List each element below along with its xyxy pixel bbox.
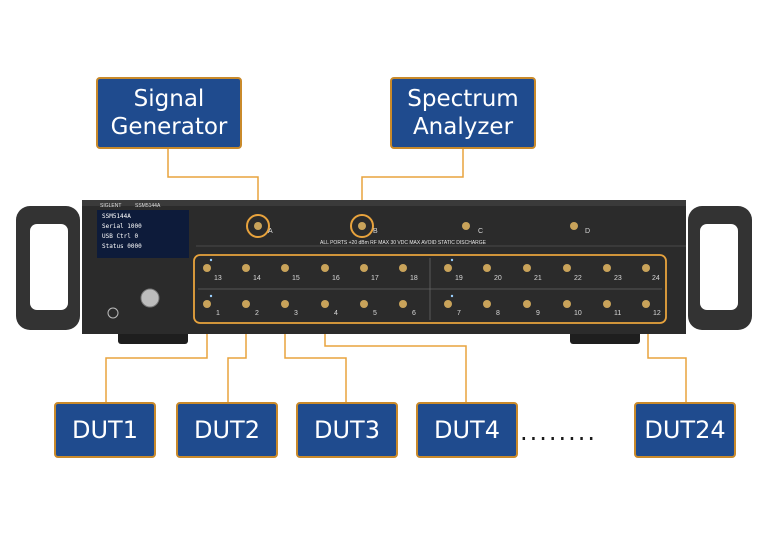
- sma-port-connector: [203, 264, 211, 272]
- screen-line-4: Status 0000: [102, 243, 142, 250]
- port-24-label: 24: [652, 275, 660, 282]
- port-5-label: 5: [373, 310, 377, 317]
- port-7-label: 7: [457, 310, 461, 317]
- sma-port-connector: [444, 264, 452, 272]
- signal-generator-label: Signal Generator: [96, 77, 242, 149]
- port-10-label: 10: [574, 310, 582, 317]
- brand-logo: SIGLENT: [100, 203, 122, 209]
- sma-port-connector: [523, 300, 531, 308]
- spectrum-analyzer-label: Spectrum Analyzer: [390, 77, 536, 149]
- sma-port-connector: [563, 264, 571, 272]
- sma-port-connector: [281, 300, 289, 308]
- lcd-screen: [97, 210, 189, 258]
- port-4-label: 4: [334, 310, 338, 317]
- port-23-label: 23: [614, 275, 622, 282]
- port-block-outline: [193, 254, 667, 324]
- sma-port-connector: [360, 264, 368, 272]
- port-label-c: C: [478, 228, 484, 235]
- port-label-b: B: [373, 228, 378, 235]
- sma-port-connector: [321, 300, 329, 308]
- port-19-label: 19: [455, 275, 463, 282]
- dut3-label: DUT3: [296, 402, 398, 458]
- port-12-label: 12: [653, 310, 661, 317]
- port-17-label: 17: [371, 275, 379, 282]
- sma-port-connector: [563, 300, 571, 308]
- dut24-label: DUT24: [634, 402, 736, 458]
- sma-port-connector: [242, 264, 250, 272]
- port-8-label: 8: [496, 310, 500, 317]
- sma-port-connector: [603, 264, 611, 272]
- sma-port-connector: [399, 300, 407, 308]
- port-9-label: 9: [536, 310, 540, 317]
- sma-port-connector: [203, 300, 211, 308]
- sma-port-connector: [360, 300, 368, 308]
- port-2-label: 2: [255, 310, 259, 317]
- dut2-label: DUT2: [176, 402, 278, 458]
- port-3-label: 3: [294, 310, 298, 317]
- port-label-a: A: [268, 228, 273, 235]
- sma-port-connector: [483, 264, 491, 272]
- sma-port-connector: [399, 264, 407, 272]
- port-18-label: 18: [410, 275, 418, 282]
- screen-line-3: USB Ctrl 0: [102, 233, 139, 240]
- port-22-label: 22: [574, 275, 582, 282]
- status-led: [450, 258, 454, 262]
- sma-port-connector: [642, 264, 650, 272]
- port-1-label: 1: [216, 310, 220, 317]
- sma-port-connector: [321, 264, 329, 272]
- sma-port-connector: [483, 300, 491, 308]
- screen-line-2: Serial 1000: [102, 223, 142, 230]
- sma-port-connector: [603, 300, 611, 308]
- status-led: [209, 294, 213, 298]
- port-15-label: 15: [292, 275, 300, 282]
- sma-port-connector: [242, 300, 250, 308]
- sma-port-connector: [642, 300, 650, 308]
- status-led: [450, 294, 454, 298]
- port-14-label: 14: [253, 275, 261, 282]
- sma-port-connector: [444, 300, 452, 308]
- dut1-label: DUT1: [54, 402, 156, 458]
- port-21-label: 21: [534, 275, 542, 282]
- sma-port-connector: [281, 264, 289, 272]
- sma-port-connector: [523, 264, 531, 272]
- port-label-d: D: [585, 228, 591, 235]
- port-20-label: 20: [494, 275, 502, 282]
- ellipsis: ........: [520, 418, 598, 446]
- model-label: SSM5144A: [135, 203, 161, 209]
- port-6-label: 6: [412, 310, 416, 317]
- dut4-label: DUT4: [416, 402, 518, 458]
- port-13-label: 13: [214, 275, 222, 282]
- port-11-label: 11: [614, 310, 622, 317]
- warning-text: ALL PORTS +20 dBm RF MAX 30 VDC MAX AVOI…: [320, 240, 487, 246]
- port-16-label: 16: [332, 275, 340, 282]
- status-led: [209, 258, 213, 262]
- screen-line-1: SSM5144A: [102, 213, 131, 220]
